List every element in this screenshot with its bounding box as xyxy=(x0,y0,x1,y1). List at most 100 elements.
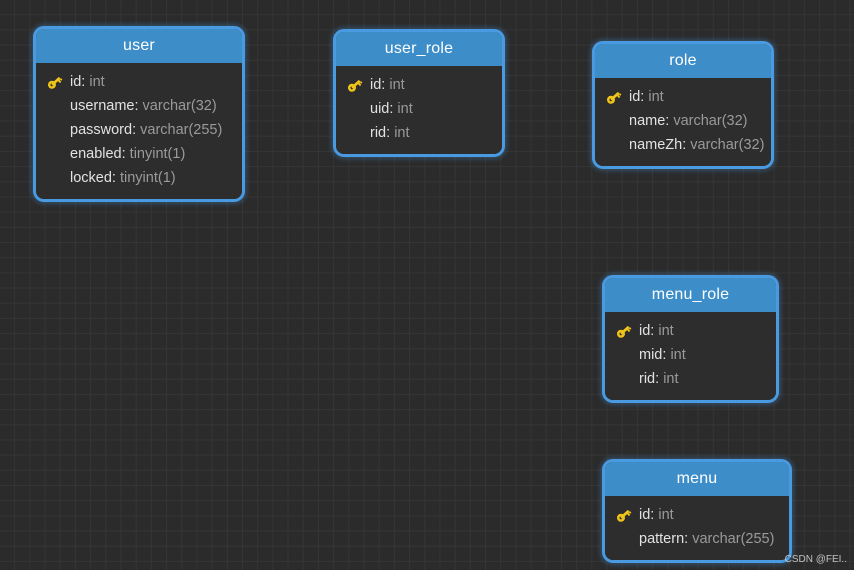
entity-columns-menu_role: id: int mid: int rid: int xyxy=(605,312,776,400)
entity-title: user_role xyxy=(384,40,454,57)
column-text: uid: int xyxy=(370,102,413,117)
column-separator: : xyxy=(134,97,143,114)
column-name: password xyxy=(70,121,133,138)
column-name: username xyxy=(70,97,135,114)
column-name: rid xyxy=(370,124,387,141)
column-row[interactable]: locked: tinyint(1) xyxy=(36,166,242,190)
key-icon-placeholder xyxy=(605,135,629,155)
column-row[interactable]: mid: int xyxy=(605,343,776,367)
column-separator: : xyxy=(655,370,664,387)
column-text: password: varchar(255) xyxy=(70,123,222,138)
column-row[interactable]: enabled: tinyint(1) xyxy=(36,142,242,166)
column-separator: : xyxy=(665,112,674,129)
column-separator: : xyxy=(682,136,691,153)
column-row[interactable]: password: varchar(255) xyxy=(36,118,242,142)
entity-header-menu_role[interactable]: menu_role xyxy=(605,278,776,312)
key-icon-placeholder xyxy=(46,144,70,164)
column-row[interactable]: username: varchar(32) xyxy=(36,94,242,118)
entity-header-role[interactable]: role xyxy=(595,44,771,78)
key-icon-placeholder xyxy=(346,123,370,143)
column-text: mid: int xyxy=(639,348,686,363)
column-type: int xyxy=(648,88,664,105)
column-separator: : xyxy=(132,121,141,138)
column-separator: : xyxy=(662,346,671,363)
column-row[interactable]: pattern: varchar(255) xyxy=(605,527,789,551)
column-text: username: varchar(32) xyxy=(70,99,217,114)
column-name: id xyxy=(629,88,641,105)
column-type: tinyint(1) xyxy=(119,169,176,186)
entity-title: role xyxy=(669,52,697,69)
column-text: locked: tinyint(1) xyxy=(70,171,176,186)
column-row[interactable]: rid: int xyxy=(336,121,502,145)
entity-table-user[interactable]: user id: int username: varchar(32) password… xyxy=(33,26,245,202)
column-type: int xyxy=(658,322,674,339)
column-type: varchar(255) xyxy=(140,121,223,138)
column-type: varchar(255) xyxy=(692,530,775,547)
column-row[interactable]: name: varchar(32) xyxy=(595,109,771,133)
column-separator: : xyxy=(381,76,390,93)
primary-key-icon xyxy=(346,75,370,95)
column-separator: : xyxy=(640,88,649,105)
column-separator: : xyxy=(650,506,659,523)
key-icon-placeholder xyxy=(615,529,639,549)
column-type: int xyxy=(658,506,674,523)
entity-header-user[interactable]: user xyxy=(36,29,242,63)
watermark-label: CSDN @FEI.. xyxy=(784,554,847,565)
key-icon-placeholder xyxy=(615,369,639,389)
column-name: locked xyxy=(70,169,112,186)
column-type: int xyxy=(89,73,105,90)
column-row[interactable]: id: int xyxy=(595,85,771,109)
column-text: id: int xyxy=(70,75,105,90)
column-row[interactable]: uid: int xyxy=(336,97,502,121)
column-row[interactable]: id: int xyxy=(36,70,242,94)
entity-title: menu xyxy=(676,470,718,487)
entity-columns-user: id: int username: varchar(32) password: va… xyxy=(36,63,242,199)
column-text: rid: int xyxy=(639,372,679,387)
entity-header-menu[interactable]: menu xyxy=(605,462,789,496)
key-icon-placeholder xyxy=(46,96,70,116)
column-text: name: varchar(32) xyxy=(629,114,747,129)
column-row[interactable]: rid: int xyxy=(605,367,776,391)
key-icon-placeholder xyxy=(605,111,629,131)
column-name: id xyxy=(370,76,382,93)
primary-key-icon xyxy=(605,87,629,107)
column-text: id: int xyxy=(370,78,405,93)
column-name: uid xyxy=(370,100,390,117)
column-text: id: int xyxy=(639,324,674,339)
column-type: int xyxy=(663,370,679,387)
column-type: tinyint(1) xyxy=(129,145,186,162)
primary-key-icon xyxy=(615,505,639,525)
column-row[interactable]: id: int xyxy=(605,319,776,343)
column-text: id: int xyxy=(629,90,664,105)
column-name: id xyxy=(639,506,651,523)
column-name: rid xyxy=(639,370,656,387)
entity-title: user xyxy=(123,37,155,54)
key-icon-placeholder xyxy=(46,168,70,188)
column-text: rid: int xyxy=(370,126,410,141)
column-name: pattern xyxy=(639,530,685,547)
column-text: enabled: tinyint(1) xyxy=(70,147,185,162)
column-type: varchar(32) xyxy=(690,136,765,153)
column-name: id xyxy=(639,322,651,339)
column-row[interactable]: id: int xyxy=(605,503,789,527)
column-type: varchar(32) xyxy=(142,97,217,114)
column-separator: : xyxy=(111,169,120,186)
column-name: name xyxy=(629,112,666,129)
primary-key-icon xyxy=(46,72,70,92)
key-icon-placeholder xyxy=(346,99,370,119)
primary-key-icon xyxy=(615,321,639,341)
column-type: int xyxy=(394,124,410,141)
column-row[interactable]: nameZh: varchar(32) xyxy=(595,133,771,157)
column-text: nameZh: varchar(32) xyxy=(629,138,764,153)
entity-header-user_role[interactable]: user_role xyxy=(336,32,502,66)
column-row[interactable]: id: int xyxy=(336,73,502,97)
entity-title: menu_role xyxy=(651,286,730,303)
